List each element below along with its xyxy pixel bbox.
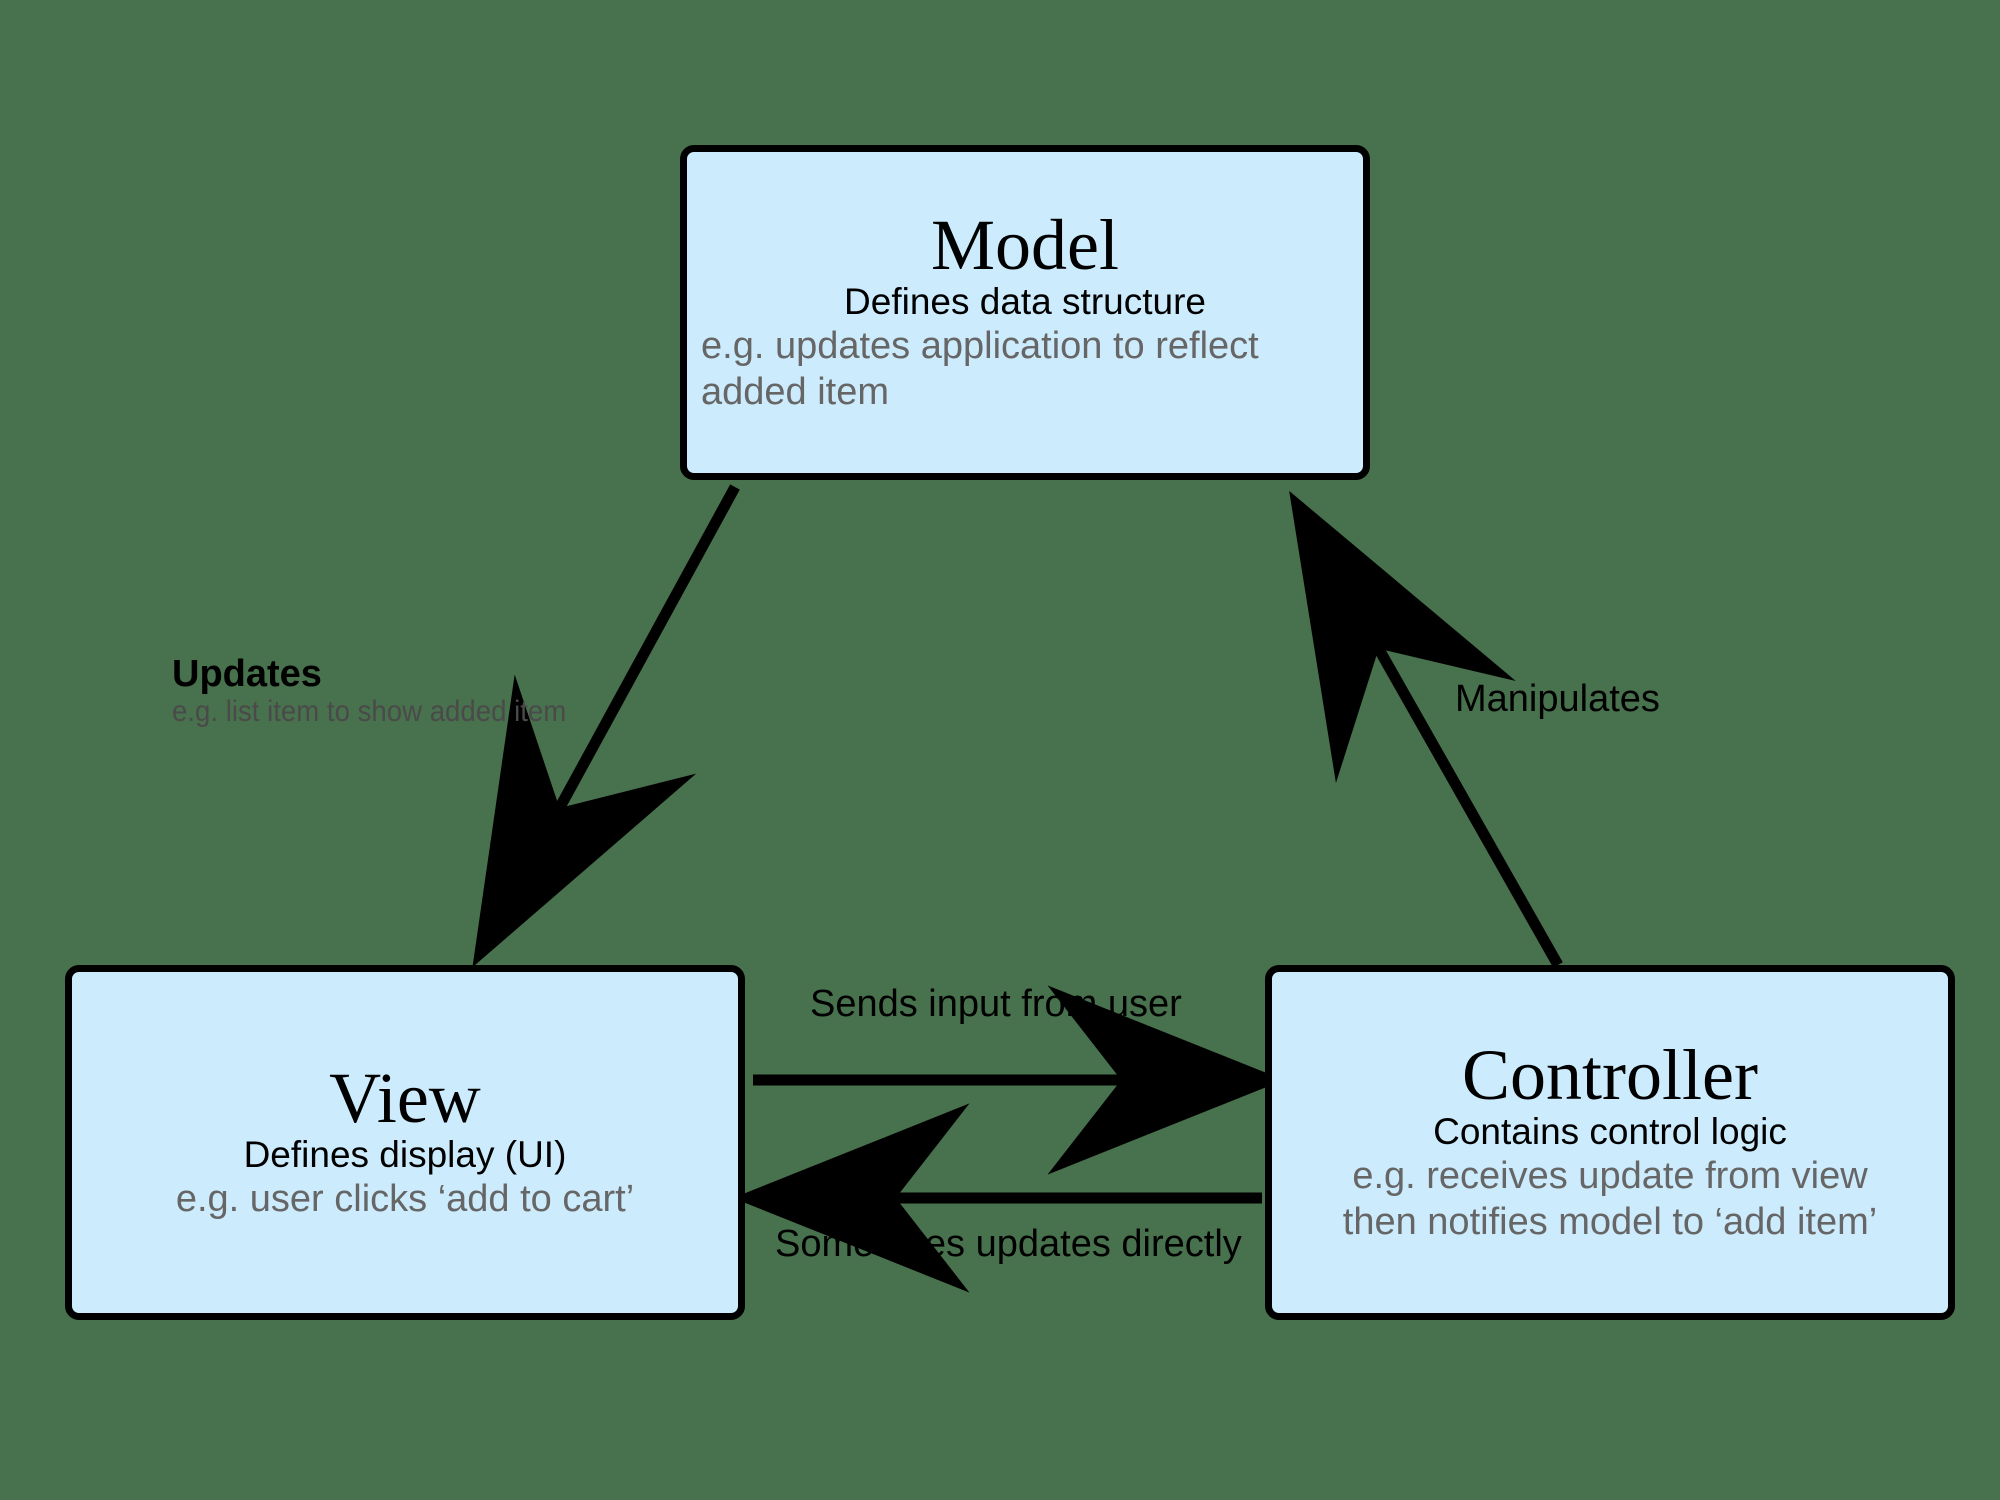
edge-label-updates-example: e.g. list item to show added item bbox=[172, 694, 567, 728]
node-controller-example-line-1: e.g. receives update from view bbox=[1352, 1154, 1868, 1197]
node-view[interactable]: View Defines display (UI) e.g. user clic… bbox=[65, 965, 745, 1320]
node-controller-example: e.g. receives update from view then noti… bbox=[1282, 1153, 1938, 1246]
node-model-example: e.g. updates application to reflect adde… bbox=[693, 323, 1357, 416]
node-controller-subtitle: Contains control logic bbox=[1433, 1111, 1787, 1153]
edge-label-manipulates-text: Manipulates bbox=[1455, 678, 1660, 720]
edge-label-sometimes-updates: Sometimes updates directly bbox=[775, 1223, 1242, 1265]
node-controller-title: Controller bbox=[1462, 1034, 1758, 1115]
edge-label-sends-input: Sends input from user bbox=[810, 983, 1182, 1025]
edge-label-manipulates: Manipulates bbox=[1455, 678, 1660, 720]
node-view-example-line-1: e.g. user clicks ‘add to cart’ bbox=[175, 1177, 635, 1220]
node-model-title: Model bbox=[931, 204, 1119, 285]
arrow-model-to-view bbox=[472, 484, 740, 968]
node-view-subtitle: Defines display (UI) bbox=[243, 1134, 567, 1176]
node-controller-example-line-2: then notifies model to ‘add item’ bbox=[1342, 1200, 1878, 1243]
node-model-example-line-2: added item bbox=[701, 370, 890, 413]
node-view-example: e.g. user clicks ‘add to cart’ bbox=[82, 1176, 728, 1222]
edge-label-sometimes-updates-text: Sometimes updates directly bbox=[775, 1223, 1242, 1265]
arrow-controller-to-model bbox=[1289, 490, 1563, 968]
node-controller[interactable]: Controller Contains control logic e.g. r… bbox=[1265, 965, 1955, 1320]
edge-label-updates: Updates e.g. list item to show added ite… bbox=[172, 653, 601, 728]
node-model-example-line-1: e.g. updates application to reflect bbox=[701, 324, 1259, 367]
edge-label-updates-text: Updates bbox=[172, 653, 322, 695]
node-model[interactable]: Model Defines data structure e.g. update… bbox=[680, 145, 1370, 480]
node-view-title: View bbox=[329, 1057, 481, 1138]
edge-label-sends-input-text: Sends input from user bbox=[810, 983, 1182, 1025]
node-model-subtitle: Defines data structure bbox=[844, 281, 1206, 323]
